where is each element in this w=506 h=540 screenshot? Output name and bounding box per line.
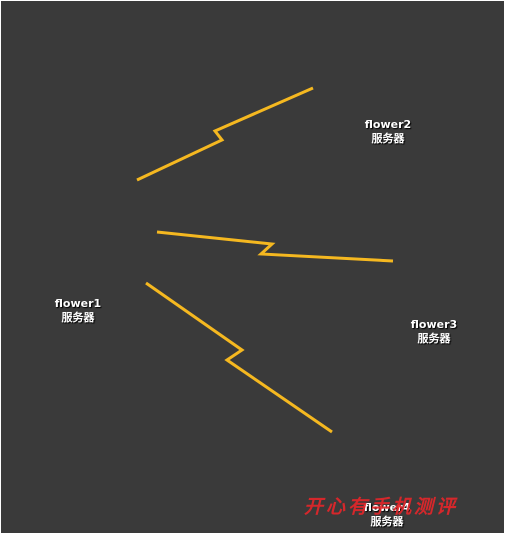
lightning-link	[136, 86, 314, 182]
node-role: 服务器	[370, 515, 404, 528]
node-label-flower1: flower1 服务器	[38, 297, 118, 325]
link-flower1-flower4	[145, 281, 333, 434]
node-name: flower2	[364, 118, 412, 131]
node-role: 服务器	[417, 332, 451, 345]
node-name: flower4	[363, 501, 411, 514]
node-role: 服务器	[61, 311, 95, 324]
node-name: flower3	[410, 318, 458, 331]
node-label-flower3: flower3 服务器	[394, 318, 474, 346]
diagram-background	[1, 1, 504, 533]
link-flower1-flower2	[136, 86, 314, 182]
node-label-flower2: flower2 服务器	[348, 118, 428, 146]
link-flower1-flower3	[156, 230, 394, 263]
lightning-link	[145, 281, 333, 434]
lightning-link	[156, 230, 394, 263]
node-label-flower4: flower4 服务器	[347, 501, 427, 529]
watermark-text: 开心有手机测评	[304, 496, 459, 518]
node-role: 服务器	[371, 132, 405, 145]
node-name: flower1	[54, 297, 102, 310]
